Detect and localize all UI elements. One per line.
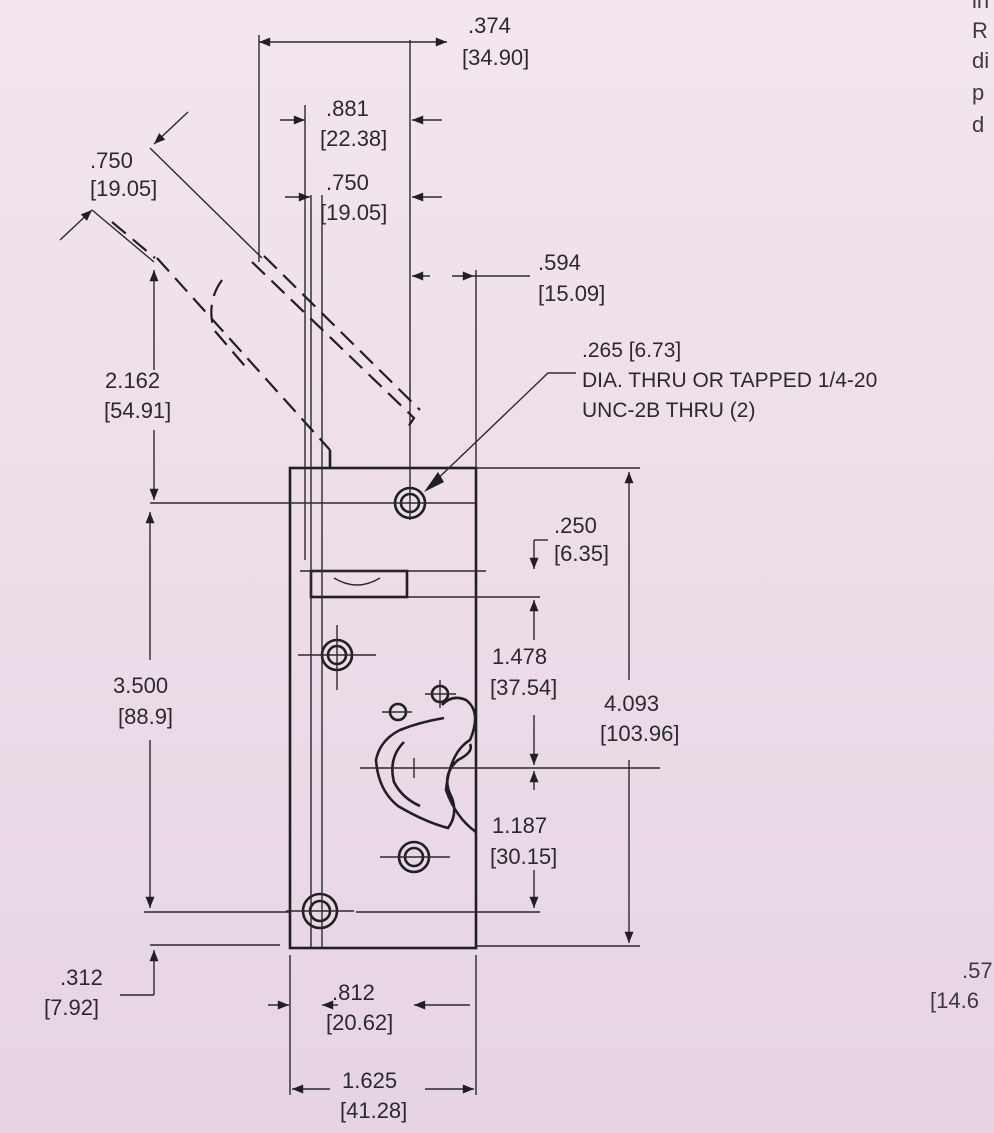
dim-hole-edge: .594	[538, 250, 581, 275]
hole-note-line2: DIA. THRU OR TAPPED 1/4-20	[582, 369, 877, 392]
mounting-hole-middle	[298, 625, 376, 690]
dim-slot-offset: .750	[326, 170, 369, 195]
pivot-hole-lower	[382, 702, 412, 722]
edge-text-0: in	[972, 0, 989, 13]
hole-note-line3: UNC-2B THRU (2)	[582, 399, 755, 422]
edge-text-2: di	[972, 48, 989, 73]
dim-slot-offset-mm: [19.05]	[320, 200, 387, 225]
mounting-hole-bottom	[286, 892, 354, 930]
plate-slot	[300, 569, 540, 599]
edge-text-3: p	[972, 80, 984, 105]
latch-plate-outline	[288, 466, 478, 950]
dim-bottom-offset-mm: [7.92]	[44, 995, 99, 1020]
dim-bottom-hole-mm: [20.62]	[326, 1010, 393, 1035]
dim-handle-height: 2.162	[105, 368, 160, 393]
edge-bottom-value: .57	[962, 958, 993, 983]
edge-text-4: d	[972, 112, 984, 137]
dim-bottom-hole: .812	[332, 980, 375, 1005]
dim-hole-span: 3.500	[113, 673, 168, 698]
handle-outline	[111, 147, 421, 468]
dim-mid-span-mm: [37.54]	[490, 675, 557, 700]
dim-handle-width-mm: [19.05]	[90, 176, 157, 201]
dim-mid-span: 1.478	[492, 644, 547, 669]
pivot-hole-upper	[425, 680, 456, 708]
dim-plate-width: 1.625	[342, 1068, 397, 1093]
dim-width-overall: .374	[468, 13, 511, 38]
dim-plate-height-mm: [103.96]	[600, 721, 680, 746]
dim-plate-height: 4.093	[604, 691, 659, 716]
mounting-hole-lower	[380, 840, 450, 874]
dim-upper-offset-mm: [22.38]	[320, 126, 387, 151]
dim-lower-span-mm: [30.15]	[490, 844, 557, 869]
dim-lower-span: 1.187	[492, 813, 547, 838]
edge-text-1: R	[972, 18, 988, 43]
dim-hole-span-mm: [88.9]	[118, 704, 173, 729]
dim-upper-offset: .881	[326, 96, 369, 121]
dim-slot-gap-mm: [6.35]	[554, 541, 609, 566]
dim-plate-width-mm: [41.28]	[340, 1098, 407, 1123]
dim-hole-edge-mm: [15.09]	[538, 281, 605, 306]
dim-slot-gap: .250	[554, 513, 597, 538]
edge-bottom-mm: [14.6	[930, 988, 979, 1013]
dim-bottom-offset: .312	[60, 965, 103, 990]
dim-width-overall-mm: [34.90]	[462, 45, 529, 70]
hole-note-line1: .265 [6.73]	[582, 339, 681, 362]
dim-handle-width: .750	[90, 148, 133, 173]
dim-handle-height-mm: [54.91]	[104, 398, 171, 423]
latch-jaw-profile	[374, 696, 477, 834]
